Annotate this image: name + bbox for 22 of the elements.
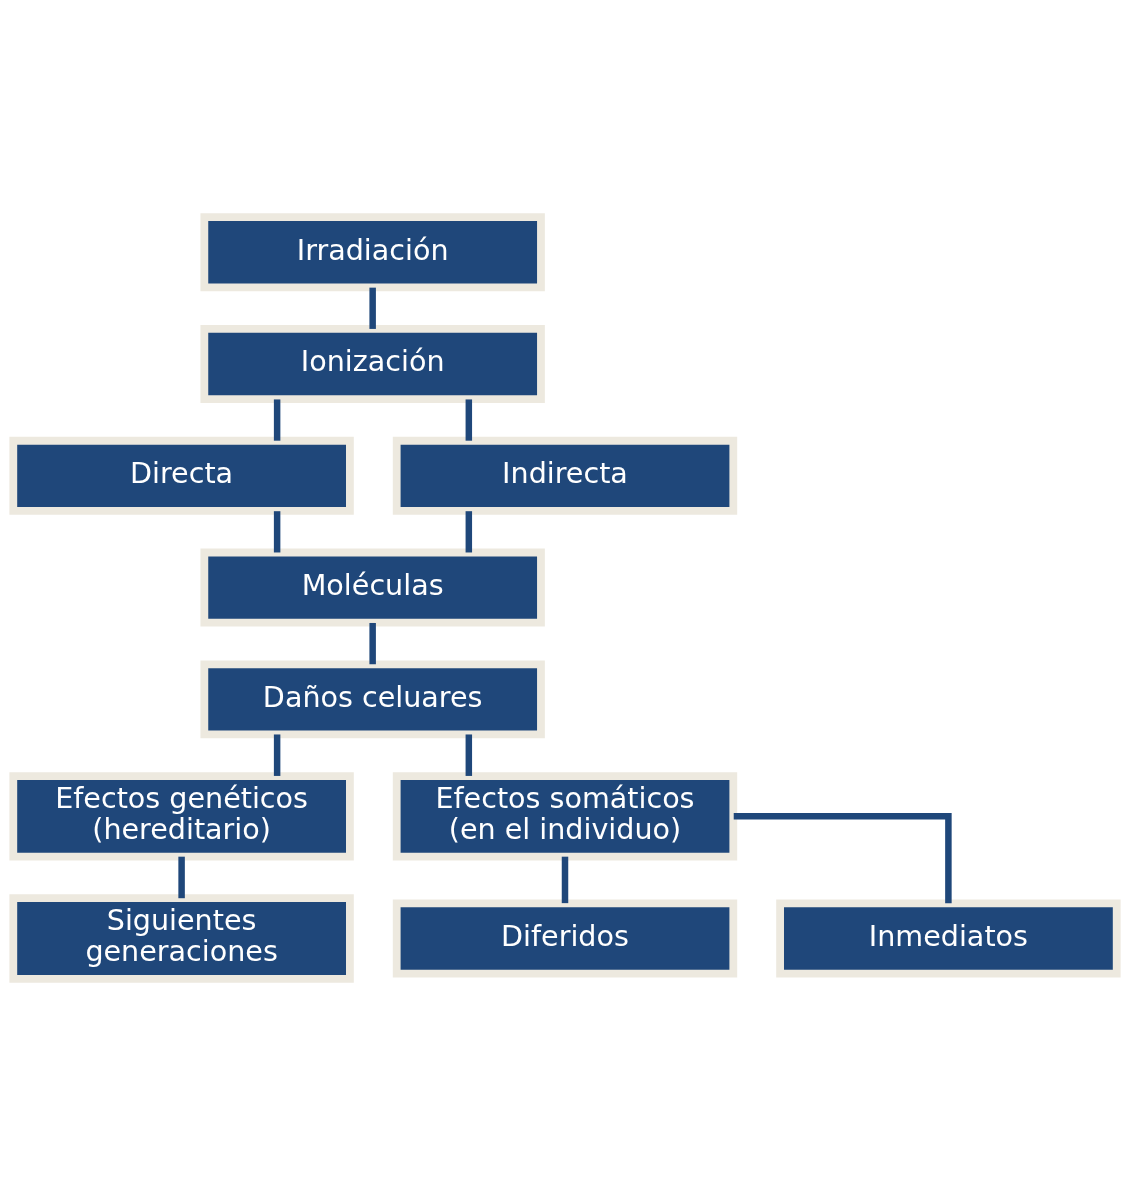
connector (178, 856, 185, 899)
connector (733, 813, 952, 904)
connector (369, 287, 376, 329)
node-box: Moléculas (200, 548, 545, 627)
node-box: Directa (9, 436, 354, 515)
node-box: Irradiación (200, 213, 545, 292)
node-box: Ionización (200, 325, 545, 404)
connector (465, 734, 473, 776)
node-box: Indirecta (392, 436, 738, 515)
connector (465, 399, 473, 441)
node-box: Efectos genéticos (hereditario) (9, 772, 354, 861)
connector (465, 511, 473, 553)
node-box: Daños celuares (200, 660, 545, 739)
connector (273, 734, 281, 776)
node-box: Diferidos (392, 899, 738, 978)
connector (273, 511, 281, 553)
connector (561, 856, 569, 904)
node-box: Inmediatos (776, 899, 1121, 978)
connector (273, 399, 281, 441)
connector (369, 622, 376, 665)
node-box: Siguientes generaciones (9, 894, 354, 983)
node-box: Efectos somáticos (en el individuo) (392, 772, 738, 861)
